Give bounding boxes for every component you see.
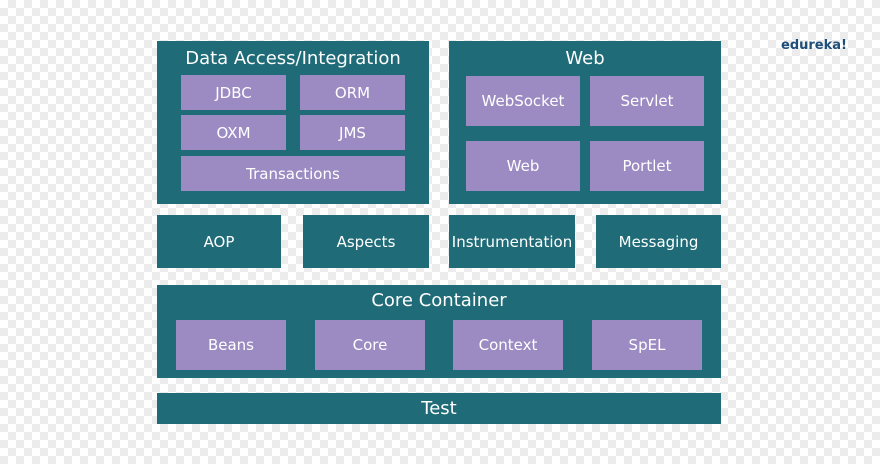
test-pane: Test <box>157 393 721 424</box>
module-transactions: Transactions <box>181 156 405 191</box>
core-container-pane: Core Container Beans Core Context SpEL <box>157 285 721 378</box>
module-web: Web <box>466 141 580 191</box>
data-access-pane: Data Access/Integration JDBC ORM OXM JMS… <box>157 41 429 204</box>
module-oxm: OXM <box>181 115 286 150</box>
module-messaging-label: Messaging <box>618 232 699 251</box>
module-servlet: Servlet <box>590 76 704 126</box>
web-title: Web <box>565 48 605 69</box>
module-portlet: Portlet <box>590 141 704 191</box>
module-orm: ORM <box>300 75 405 110</box>
test-label: Test <box>421 398 457 419</box>
web-pane: Web WebSocket Servlet Web Portlet <box>449 41 721 204</box>
module-context: Context <box>453 320 563 370</box>
core-container-title: Core Container <box>371 290 507 311</box>
module-core: Core <box>315 320 425 370</box>
module-jdbc: JDBC <box>181 75 286 110</box>
module-aspects: Aspects <box>303 215 429 268</box>
module-jms: JMS <box>300 115 405 150</box>
module-aspects-label: Aspects <box>336 232 396 251</box>
module-instrumentation-label: Instrumentation <box>451 232 573 251</box>
module-aop-label: AOP <box>203 232 235 251</box>
data-access-title: Data Access/Integration <box>185 48 401 69</box>
module-websocket: WebSocket <box>466 76 580 126</box>
module-spel: SpEL <box>592 320 702 370</box>
module-aop: AOP <box>157 215 281 268</box>
module-instrumentation: Instrumentation <box>449 215 575 268</box>
module-beans: Beans <box>176 320 286 370</box>
brand-logo: edureka! <box>781 38 847 53</box>
module-messaging: Messaging <box>596 215 721 268</box>
